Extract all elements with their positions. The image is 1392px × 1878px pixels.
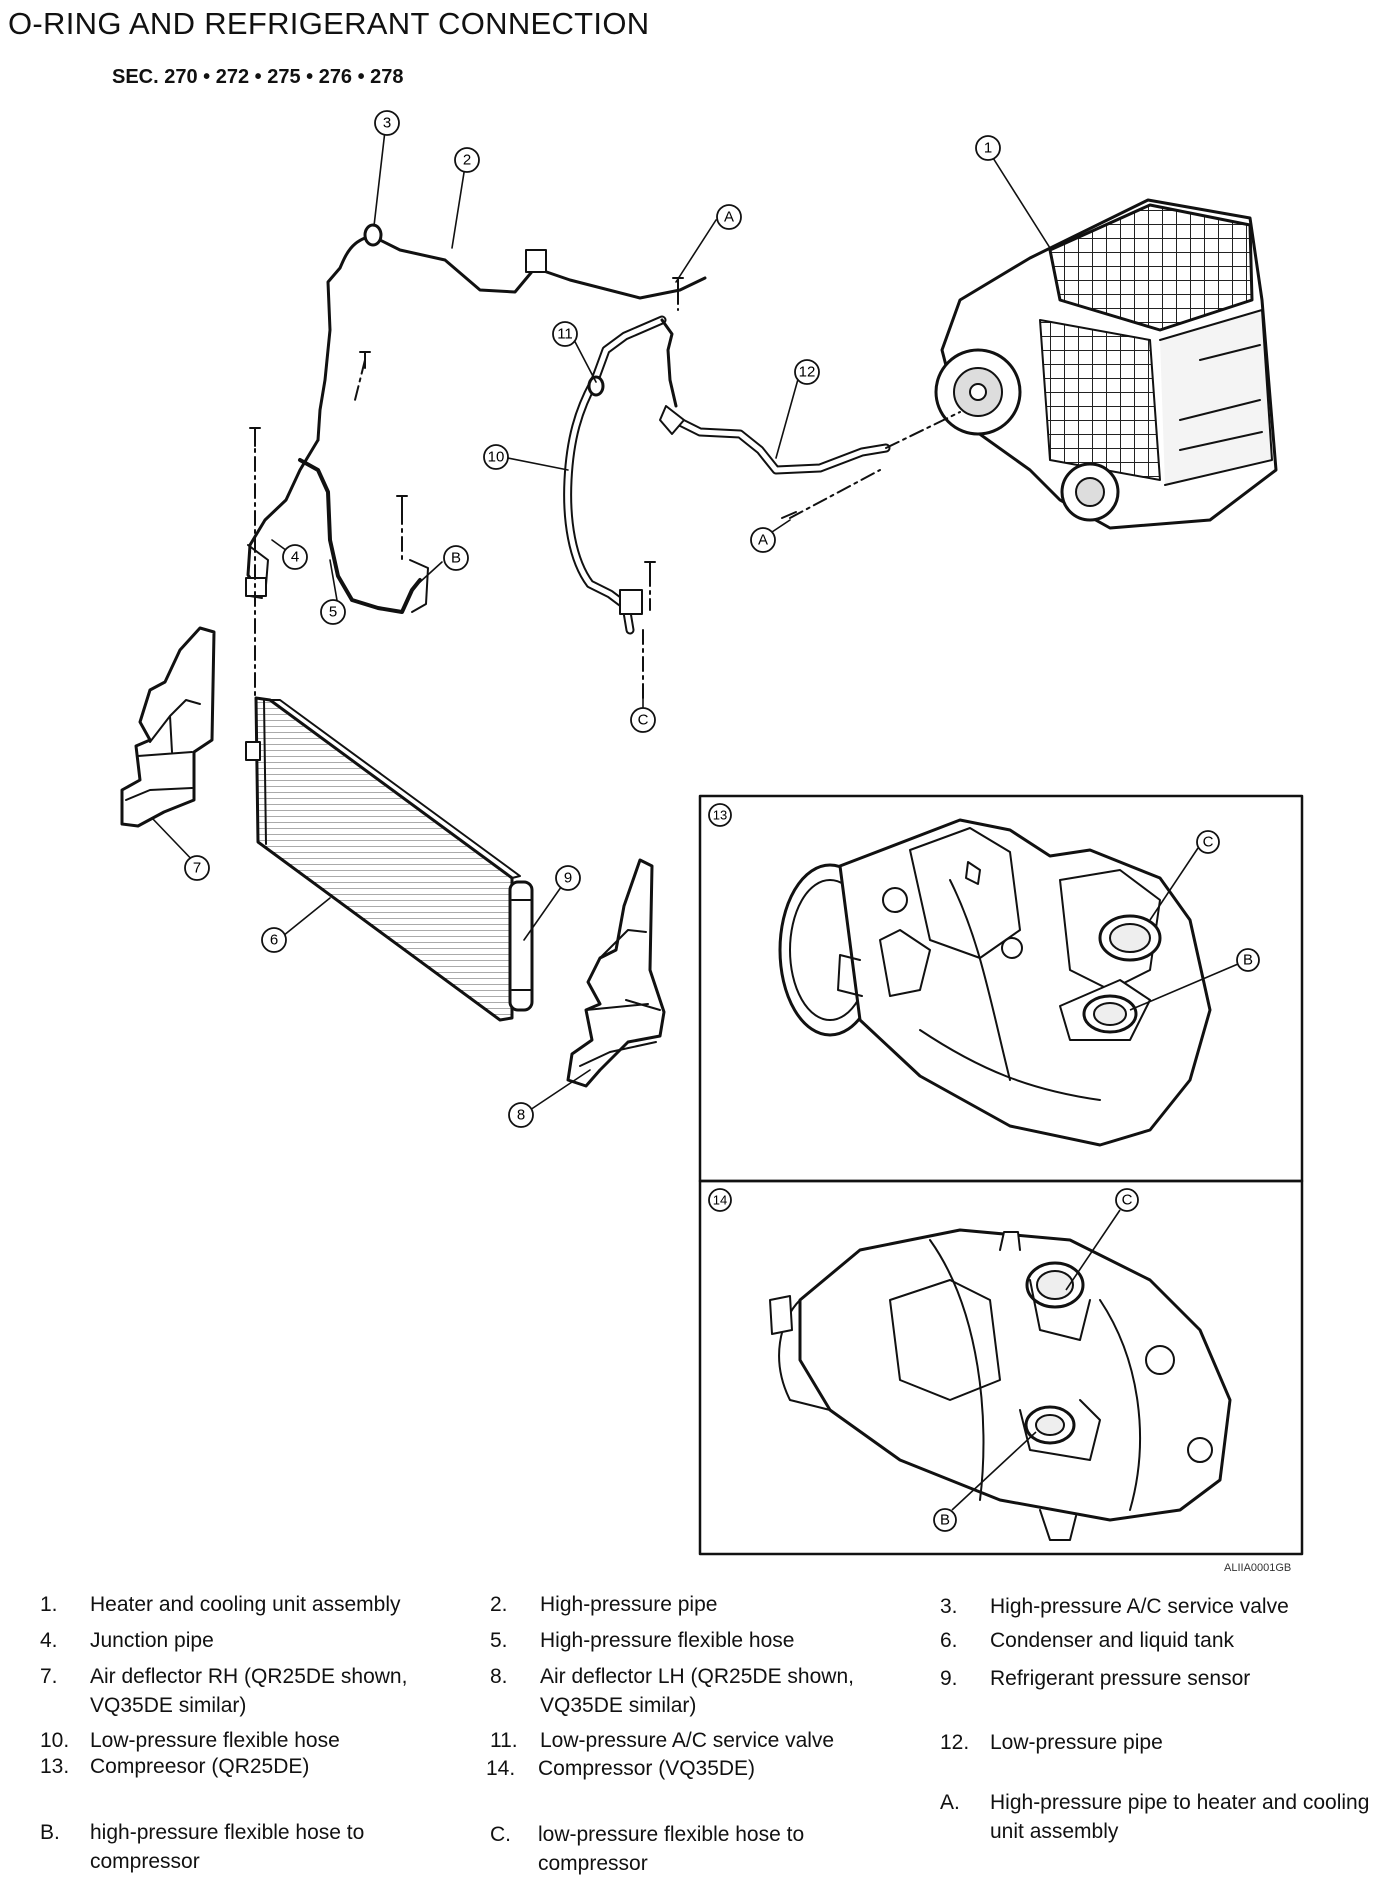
legend-num-b: B.: [40, 1821, 60, 1844]
heater-cooling-unit: [934, 198, 1278, 530]
junction-pipe: [246, 438, 320, 592]
legend-num-7: 7.: [40, 1665, 58, 1688]
callout-10: 10: [488, 449, 505, 466]
exploded-diagram: 1 2 3 A 11 12 10 4 5 B A C 7 6 9 8 13 C …: [120, 110, 1304, 1556]
inset-14-c: C: [1122, 1192, 1133, 1209]
legend-item-8: Air deflector LH (QR25DE shown, VQ35DE s…: [540, 1665, 854, 1717]
inset-14-b: B: [940, 1512, 950, 1529]
legend-num-2: 2.: [490, 1593, 508, 1616]
high-pressure-flexible-hose: [298, 458, 422, 614]
legend-num-13: 13.: [40, 1755, 70, 1778]
legend-item-5: High-pressure flexible hose: [540, 1629, 795, 1652]
legend-num-10: 10.: [40, 1729, 70, 1752]
legend-item-4: Junction pipe: [90, 1629, 214, 1652]
inset-box-14: [698, 1179, 1304, 1556]
page-title: O-RING AND REFRIGERANT CONNECTION: [8, 6, 650, 41]
legend-item-13: Compreesor (QR25DE): [90, 1755, 310, 1778]
liquid-tank: [508, 880, 534, 1012]
legend-item-9: Refrigerant pressure sensor: [990, 1667, 1251, 1690]
callout-a-bottom: A: [758, 532, 768, 549]
callout-c: C: [638, 712, 649, 729]
callout-9: 9: [564, 870, 572, 887]
condenser: [245, 696, 534, 1022]
callout-11: 11: [557, 326, 573, 343]
legend-item-10: Low-pressure flexible hose: [90, 1729, 340, 1752]
callout-12: 12: [799, 364, 816, 381]
callout-7: 7: [193, 860, 201, 877]
inset-13-c: C: [1203, 834, 1214, 851]
callout-8: 8: [517, 1107, 525, 1124]
legend-num-12: 12.: [940, 1731, 970, 1754]
legend-num-3: 3.: [940, 1595, 958, 1618]
legend-item-c: low-pressure flexible hose to compressor: [538, 1823, 805, 1875]
legend-num-a: A.: [940, 1791, 960, 1814]
legend-num-5: 5.: [490, 1629, 508, 1652]
callout-a-top: A: [724, 209, 734, 226]
legend-num-4: 4.: [40, 1629, 58, 1652]
callout-b: B: [451, 550, 461, 567]
legend-num-9: 9.: [940, 1667, 958, 1690]
inset-13-label: 13: [713, 808, 727, 823]
callout-5: 5: [329, 604, 337, 621]
legend-item-b: high-pressure flexible hose to compresso…: [90, 1821, 365, 1873]
legend-item-2: High-pressure pipe: [540, 1593, 718, 1616]
legend-item-7: Air deflector RH (QR25DE shown, VQ35DE s…: [90, 1665, 408, 1717]
legend-num-1: 1.: [40, 1593, 58, 1616]
legend-num-8: 8.: [490, 1665, 508, 1688]
callout-1: 1: [984, 140, 992, 157]
legend-item-3: High-pressure A/C service valve: [990, 1595, 1289, 1618]
legend-item-a: High-pressure pipe to heater and cooling…: [990, 1791, 1370, 1843]
section-reference: SEC. 270 • 272 • 275 • 276 • 278: [112, 66, 404, 88]
legend-item-14: Compressor (VQ35DE): [538, 1757, 756, 1780]
compressor-qr25de-drawing: [778, 818, 1212, 1147]
figure-code: ALIIA0001GB: [1224, 1562, 1292, 1574]
inset-14-label: 14: [713, 1193, 727, 1208]
legend-item-6: Condenser and liquid tank: [990, 1629, 1235, 1652]
compressor-vq35de-drawing: [769, 1228, 1232, 1541]
air-deflector-rh: [120, 626, 216, 828]
callout-4: 4: [291, 549, 299, 566]
legend-item-12: Low-pressure pipe: [990, 1731, 1163, 1754]
legend-num-6: 6.: [940, 1629, 958, 1652]
legend-num-c: C.: [490, 1823, 511, 1846]
service-valve-low: [587, 375, 605, 397]
service-valve-high: [363, 223, 383, 247]
callout-3: 3: [383, 115, 391, 132]
callout-6: 6: [270, 932, 278, 949]
legend-num-11: 11.: [490, 1729, 518, 1752]
legend-item-11: Low-pressure A/C service valve: [540, 1729, 835, 1752]
legend-num-14: 14.: [486, 1757, 516, 1780]
legend-item-1: Heater and cooling unit assembly: [90, 1593, 401, 1616]
callout-2: 2: [463, 152, 471, 169]
high-pressure-pipe: [370, 234, 707, 300]
inset-13-b: B: [1243, 952, 1253, 969]
